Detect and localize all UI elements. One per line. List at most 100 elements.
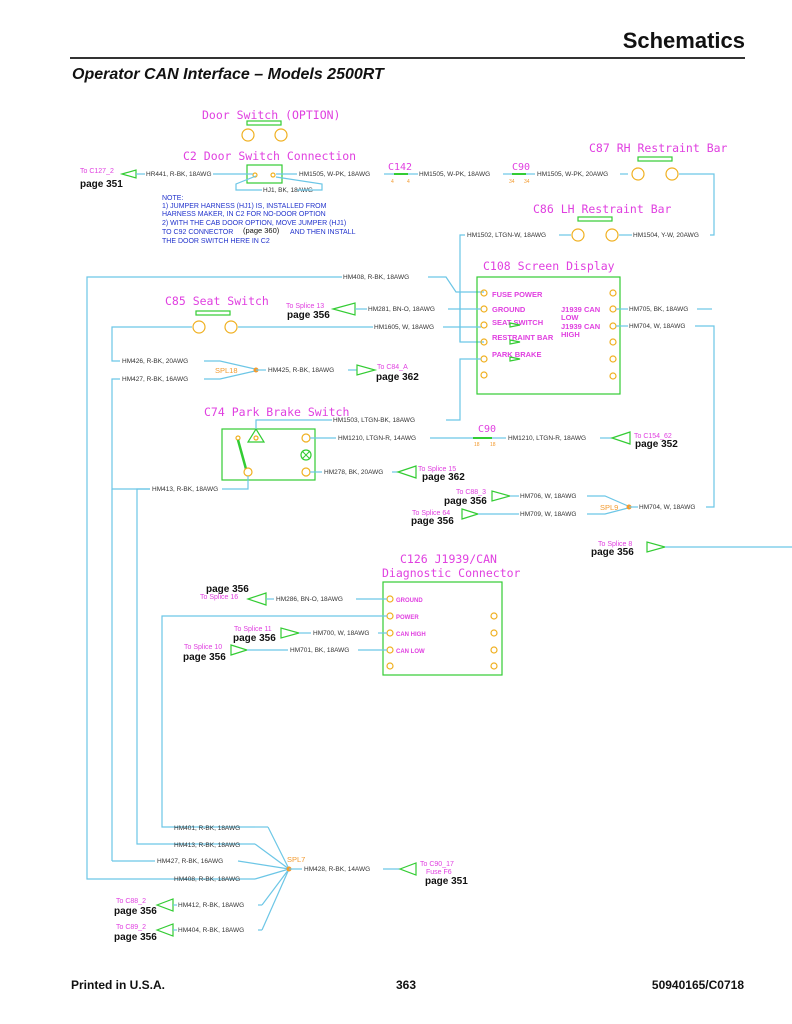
c90-label: C90 bbox=[512, 162, 530, 173]
c108-pin-restraint-bar: RESTRAINT BAR bbox=[492, 333, 554, 342]
section-title: Schematics bbox=[622, 28, 745, 53]
c126-connector-box bbox=[382, 581, 503, 676]
c85-title: C85 Seat Switch bbox=[165, 294, 269, 308]
ref-c88-3-page: page 356 bbox=[444, 496, 487, 507]
wire-label: HM427, R-BK, 16AWG bbox=[122, 376, 188, 383]
wire bbox=[679, 173, 715, 236]
c74-switch-lever bbox=[236, 439, 248, 470]
ref-c84-arrow bbox=[356, 364, 378, 376]
wire-label: HR441, R-BK, 18AWG bbox=[146, 171, 212, 178]
header-divider bbox=[70, 57, 745, 59]
note-line: 2) WITH THE CAB DOOR OPTION, MOVE JUMPER… bbox=[162, 220, 346, 227]
pin bbox=[235, 435, 241, 441]
wire-label: HM413, R-BK, 18AWG bbox=[174, 842, 240, 849]
ref-splice15-arrow bbox=[396, 465, 417, 479]
wire-label: HM709, W, 18AWG bbox=[520, 511, 576, 518]
wire-label: HM1504, Y-W, 20AWG bbox=[633, 232, 699, 239]
ref-splice15-page: page 362 bbox=[422, 472, 465, 483]
ref-splice64-page: page 356 bbox=[411, 516, 454, 527]
ref-splice64: To Splice 64 bbox=[412, 510, 450, 517]
c126-pin-power: POWER bbox=[396, 615, 419, 621]
c108-pin-can-high: J1939 CAN bbox=[561, 322, 600, 331]
ref-splice16-arrow bbox=[246, 592, 267, 606]
wire-label: HM281, BN-O, 18AWG bbox=[368, 306, 435, 313]
ref-splice11-page: page 356 bbox=[233, 633, 276, 644]
c74-lamp-icon bbox=[300, 449, 312, 461]
c108-pin-park-brake: PARK BRAKE bbox=[492, 350, 541, 359]
c86-title: C86 LH Restraint Bar bbox=[533, 202, 672, 216]
wire bbox=[261, 868, 290, 931]
ref-splice16-page: page 356 bbox=[206, 584, 249, 595]
wire bbox=[267, 826, 290, 870]
wire bbox=[237, 860, 290, 870]
wire bbox=[587, 507, 629, 515]
c87-body bbox=[637, 156, 673, 162]
input-arrow bbox=[509, 339, 521, 345]
wire-label: HM413, R-BK, 18AWG bbox=[152, 486, 218, 493]
wire bbox=[446, 358, 481, 421]
c126-pin-ground: GROUND bbox=[396, 598, 423, 604]
note-line: NOTE: bbox=[162, 195, 183, 202]
c108-pin-can-low: J1939 CAN bbox=[561, 305, 600, 314]
ref-c88-2-arrow bbox=[155, 898, 174, 912]
c108-pin-can-high-suffix: HIGH bbox=[561, 330, 580, 339]
ref-c84-page: page 362 bbox=[376, 372, 419, 383]
wire-label: HM278, BK, 20AWG bbox=[324, 469, 383, 476]
ref-c89-2-page: page 356 bbox=[114, 932, 157, 943]
c126-pin-can-low: CAN LOW bbox=[396, 649, 425, 655]
wire-label: HM1503, LTGN-BK, 18AWG bbox=[333, 417, 415, 424]
door-switch-body bbox=[246, 120, 282, 126]
pin-number: 4 bbox=[391, 179, 394, 185]
ref-c90-17-arrow bbox=[398, 862, 417, 876]
door-switch-title: Door Switch (OPTION) bbox=[202, 108, 340, 122]
ref-splice8-arrow bbox=[646, 541, 668, 553]
c2-pin-b bbox=[270, 172, 276, 178]
ref-c154-arrow bbox=[610, 431, 631, 445]
wire-label: HM404, R-BK, 18AWG bbox=[178, 927, 244, 934]
lamp-cross bbox=[301, 450, 311, 460]
ref-c88-2: To C88_2 bbox=[116, 898, 146, 905]
ref-c127: To C127_2 bbox=[80, 168, 114, 175]
wire bbox=[428, 276, 484, 293]
note-line: AND THEN INSTALL bbox=[290, 229, 356, 236]
ref-c90-17-fuse: Fuse F6 bbox=[426, 869, 452, 876]
wire bbox=[161, 615, 387, 828]
c126-pin-can-high: CAN HIGH bbox=[396, 632, 426, 638]
c87-pin-b bbox=[665, 167, 679, 181]
ref-c90-17-page: page 351 bbox=[425, 876, 468, 887]
page-title: Operator CAN Interface – Models 2500RT bbox=[72, 66, 384, 83]
wire-jumper bbox=[275, 176, 323, 191]
wire-label: HM408, R-BK, 18AWG bbox=[174, 876, 240, 883]
wire bbox=[111, 326, 192, 362]
wire bbox=[222, 476, 249, 490]
wire-label: HM1210, LTGN-R, 18AWG bbox=[508, 435, 586, 442]
spl18-label: SPL18 bbox=[215, 366, 238, 375]
wire bbox=[254, 843, 290, 870]
wire-label: HM704, W, 18AWG bbox=[639, 504, 695, 511]
pin bbox=[301, 433, 311, 443]
c108-title: C108 Screen Display bbox=[483, 259, 615, 273]
ref-splice15: To Splice 15 bbox=[418, 466, 456, 473]
pin-number: 34 bbox=[524, 179, 530, 185]
c108-connector-box bbox=[476, 276, 621, 395]
wire bbox=[111, 378, 150, 490]
wire-label: HM706, W, 18AWG bbox=[520, 493, 576, 500]
wire-label: HM1505, W-PK, 18AWG bbox=[299, 171, 370, 178]
c85-body bbox=[195, 310, 231, 316]
c74-pin3-triangle bbox=[246, 427, 266, 443]
footer-printed: Printed in U.S.A. bbox=[71, 978, 166, 992]
ref-splice11: To Splice 11 bbox=[234, 626, 272, 633]
wire-label: HM427, R-BK, 16AWG bbox=[157, 858, 223, 865]
c108-pin-fuse-power: FUSE POWER bbox=[492, 290, 543, 299]
wire bbox=[254, 868, 290, 880]
ref-splice10: To Splice 10 bbox=[184, 644, 222, 651]
input-arrow bbox=[509, 356, 521, 362]
wire bbox=[136, 488, 255, 845]
c108-pin-seat-switch: SEAT SWITCH bbox=[492, 318, 543, 327]
door-switch-pin-b bbox=[274, 128, 288, 142]
c87-title: C87 RH Restraint Bar bbox=[589, 141, 728, 155]
ref-c84: To C84_A bbox=[377, 364, 408, 371]
note-line: HARNESS MAKER, IN C2 FOR NO-DOOR OPTION bbox=[162, 211, 326, 218]
pin bbox=[253, 435, 259, 441]
ref-splice11-arrow bbox=[280, 627, 302, 639]
